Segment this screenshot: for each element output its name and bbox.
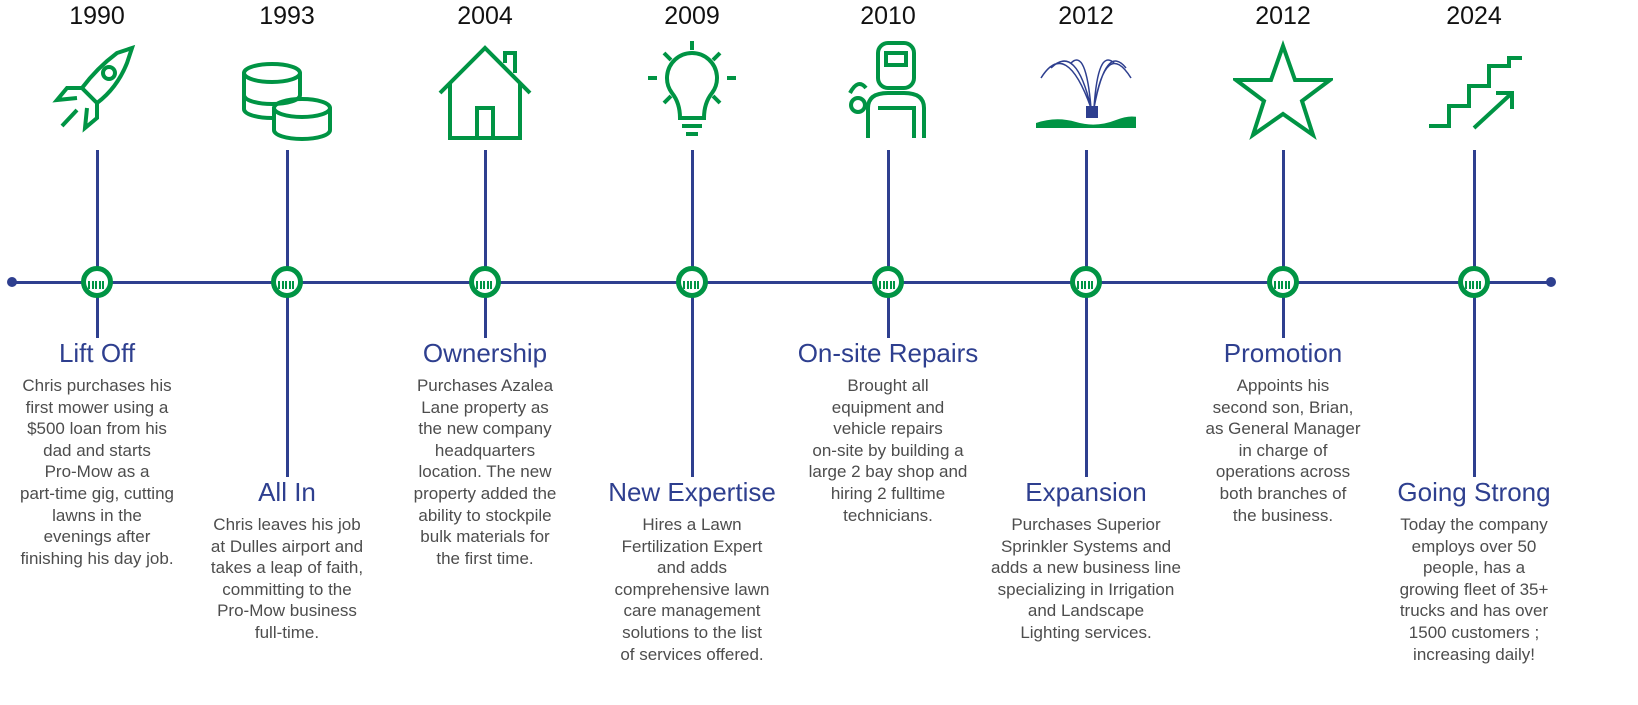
timeline-node [1458, 266, 1490, 298]
grass-mark [1288, 281, 1291, 289]
event-title: Promotion [1223, 338, 1343, 368]
grass-mark [886, 281, 889, 289]
grass-mark [1475, 281, 1478, 289]
grass-mark [288, 281, 291, 289]
grass-mark [278, 281, 280, 289]
grass-mark [697, 281, 700, 289]
event-year: 1993 [259, 2, 315, 30]
grass-mark [1087, 281, 1090, 289]
star-icon [1233, 39, 1333, 141]
connector-line [1282, 150, 1285, 338]
lightbulb-icon [648, 41, 736, 136]
grass-mark [686, 281, 689, 289]
timeline-node [872, 266, 904, 298]
timeline-axis [12, 281, 1552, 284]
grass-mark [893, 281, 896, 289]
event-description: Hires a Lawn Fertilization Expert and ad… [614, 515, 770, 664]
grass-mark [490, 281, 493, 289]
grass-mark [683, 281, 685, 289]
grass-mark [1472, 281, 1475, 289]
event-year: 2010 [860, 2, 916, 30]
event-title: Lift Off [58, 338, 136, 368]
connector-line [887, 150, 890, 338]
grass-mark [483, 281, 486, 289]
event-description: Chris purchases his first mower using a … [19, 376, 174, 568]
grass-mark [882, 281, 885, 289]
connector-line [1473, 150, 1476, 477]
grass-mark [88, 281, 90, 289]
grass-mark [1274, 281, 1276, 289]
grass-mark [1080, 281, 1083, 289]
grass-mark [879, 281, 881, 289]
event-description: Purchases Superior Sprinkler Systems and… [991, 515, 1181, 642]
timeline-end-dot [1546, 277, 1556, 287]
event-description: Appoints his second son, Brian, as Gener… [1205, 376, 1361, 525]
event-title: New Expertise [608, 477, 776, 507]
sprinkler-icon [1036, 59, 1136, 128]
timeline-node [1070, 266, 1102, 298]
event-year: 2024 [1446, 2, 1502, 30]
timeline-node [1267, 266, 1299, 298]
grass-mark [1479, 281, 1482, 289]
connector-line [96, 150, 99, 338]
event-description: Today the company employs over 50 people… [1399, 515, 1549, 664]
grass-mark [1091, 281, 1094, 289]
welder-icon [848, 41, 926, 138]
coins-icon [242, 62, 332, 142]
stairs-growth-icon [1429, 56, 1522, 130]
connector-line [286, 150, 289, 477]
grass-mark [1077, 281, 1079, 289]
timeline-start-dot [7, 277, 17, 287]
event-title: Going Strong [1397, 477, 1551, 507]
grass-mark [486, 281, 489, 289]
event-year: 1990 [69, 2, 125, 30]
event-title: On-site Repairs [797, 338, 979, 368]
event-year: 2004 [457, 2, 513, 30]
grass-mark [98, 281, 101, 289]
timeline-node [81, 266, 113, 298]
event-year: 2012 [1058, 2, 1114, 30]
grass-mark [1284, 281, 1287, 289]
connector-line [691, 150, 694, 477]
grass-mark [1084, 281, 1087, 289]
grass-mark [479, 281, 482, 289]
connector-line [1085, 150, 1088, 477]
event-description: Brought all equipment and vehicle repair… [808, 376, 968, 525]
grass-mark [281, 281, 284, 289]
event-title: Expansion [1025, 477, 1147, 507]
grass-mark [95, 281, 98, 289]
grass-mark [1465, 281, 1467, 289]
grass-mark [91, 281, 94, 289]
timeline-node [271, 266, 303, 298]
grass-mark [476, 281, 478, 289]
event-year: 2009 [664, 2, 720, 30]
event-description: Chris leaves his job at Dulles airport a… [210, 515, 364, 642]
grass-mark [1277, 281, 1280, 289]
grass-mark [102, 281, 105, 289]
event-title: All In [258, 477, 316, 507]
event-description: Purchases Azalea Lane property as the ne… [413, 376, 557, 568]
grass-mark [285, 281, 288, 289]
grass-mark [1281, 281, 1284, 289]
event-year: 2012 [1255, 2, 1311, 30]
grass-mark [693, 281, 696, 289]
grass-mark [690, 281, 693, 289]
timeline-node [469, 266, 501, 298]
event-title: Ownership [422, 338, 548, 368]
grass-mark [1468, 281, 1471, 289]
timeline-node [676, 266, 708, 298]
house-icon [438, 45, 532, 140]
grass-mark [889, 281, 892, 289]
connector-line [484, 150, 487, 338]
rocket-icon [52, 44, 136, 133]
grass-mark [292, 281, 295, 289]
